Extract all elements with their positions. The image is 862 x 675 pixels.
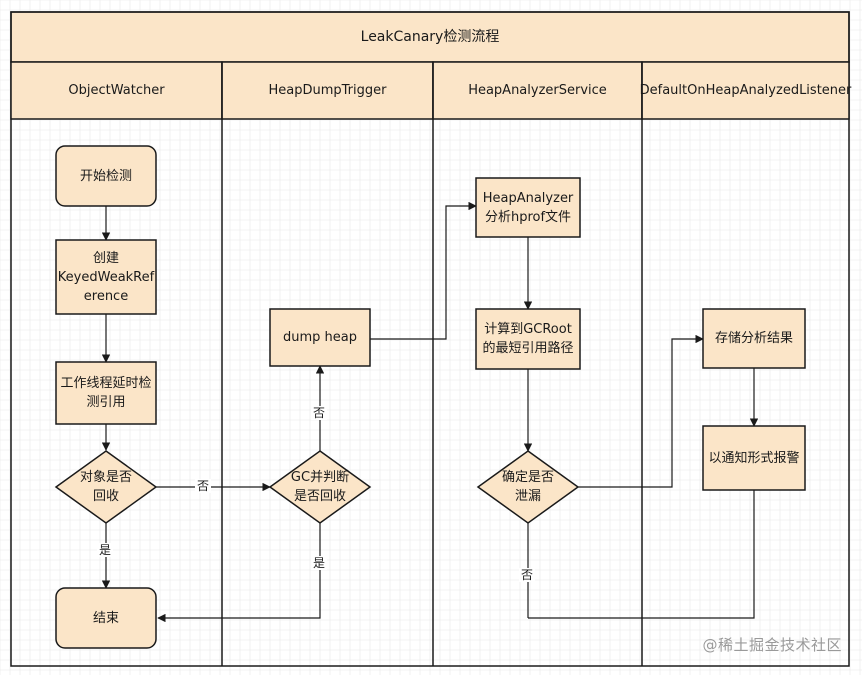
node-notify: [702, 425, 806, 491]
edge-dump-to-analyzer: [370, 201, 477, 340]
node-dump-heap: [269, 308, 371, 367]
lane-header-object-watcher: [10, 61, 223, 120]
watermark: @稀土掘金技术社区: [702, 636, 842, 654]
node-compute-path: [475, 308, 581, 370]
edge-leak-to-store: [578, 334, 704, 488]
node-is-leak: [476, 450, 580, 524]
title-bar: [10, 11, 850, 63]
node-delay-check: [55, 361, 157, 425]
lane-header-listener: [641, 61, 850, 120]
node-store-result: [702, 308, 806, 369]
edge-notify-to-end: [528, 490, 755, 619]
node-gc-check: [268, 450, 372, 524]
pool-frame: [10, 11, 850, 667]
node-end: [55, 587, 157, 649]
edge-gc-yes-to-end: [157, 523, 321, 623]
node-create-ref: [55, 239, 157, 315]
node-start: [55, 145, 157, 207]
node-is-recycled: [54, 450, 158, 524]
node-heap-analyzer: [475, 177, 581, 238]
lane-header-heap-dump-trigger: [221, 61, 434, 120]
lane-header-heap-analyzer-service: [432, 61, 643, 120]
